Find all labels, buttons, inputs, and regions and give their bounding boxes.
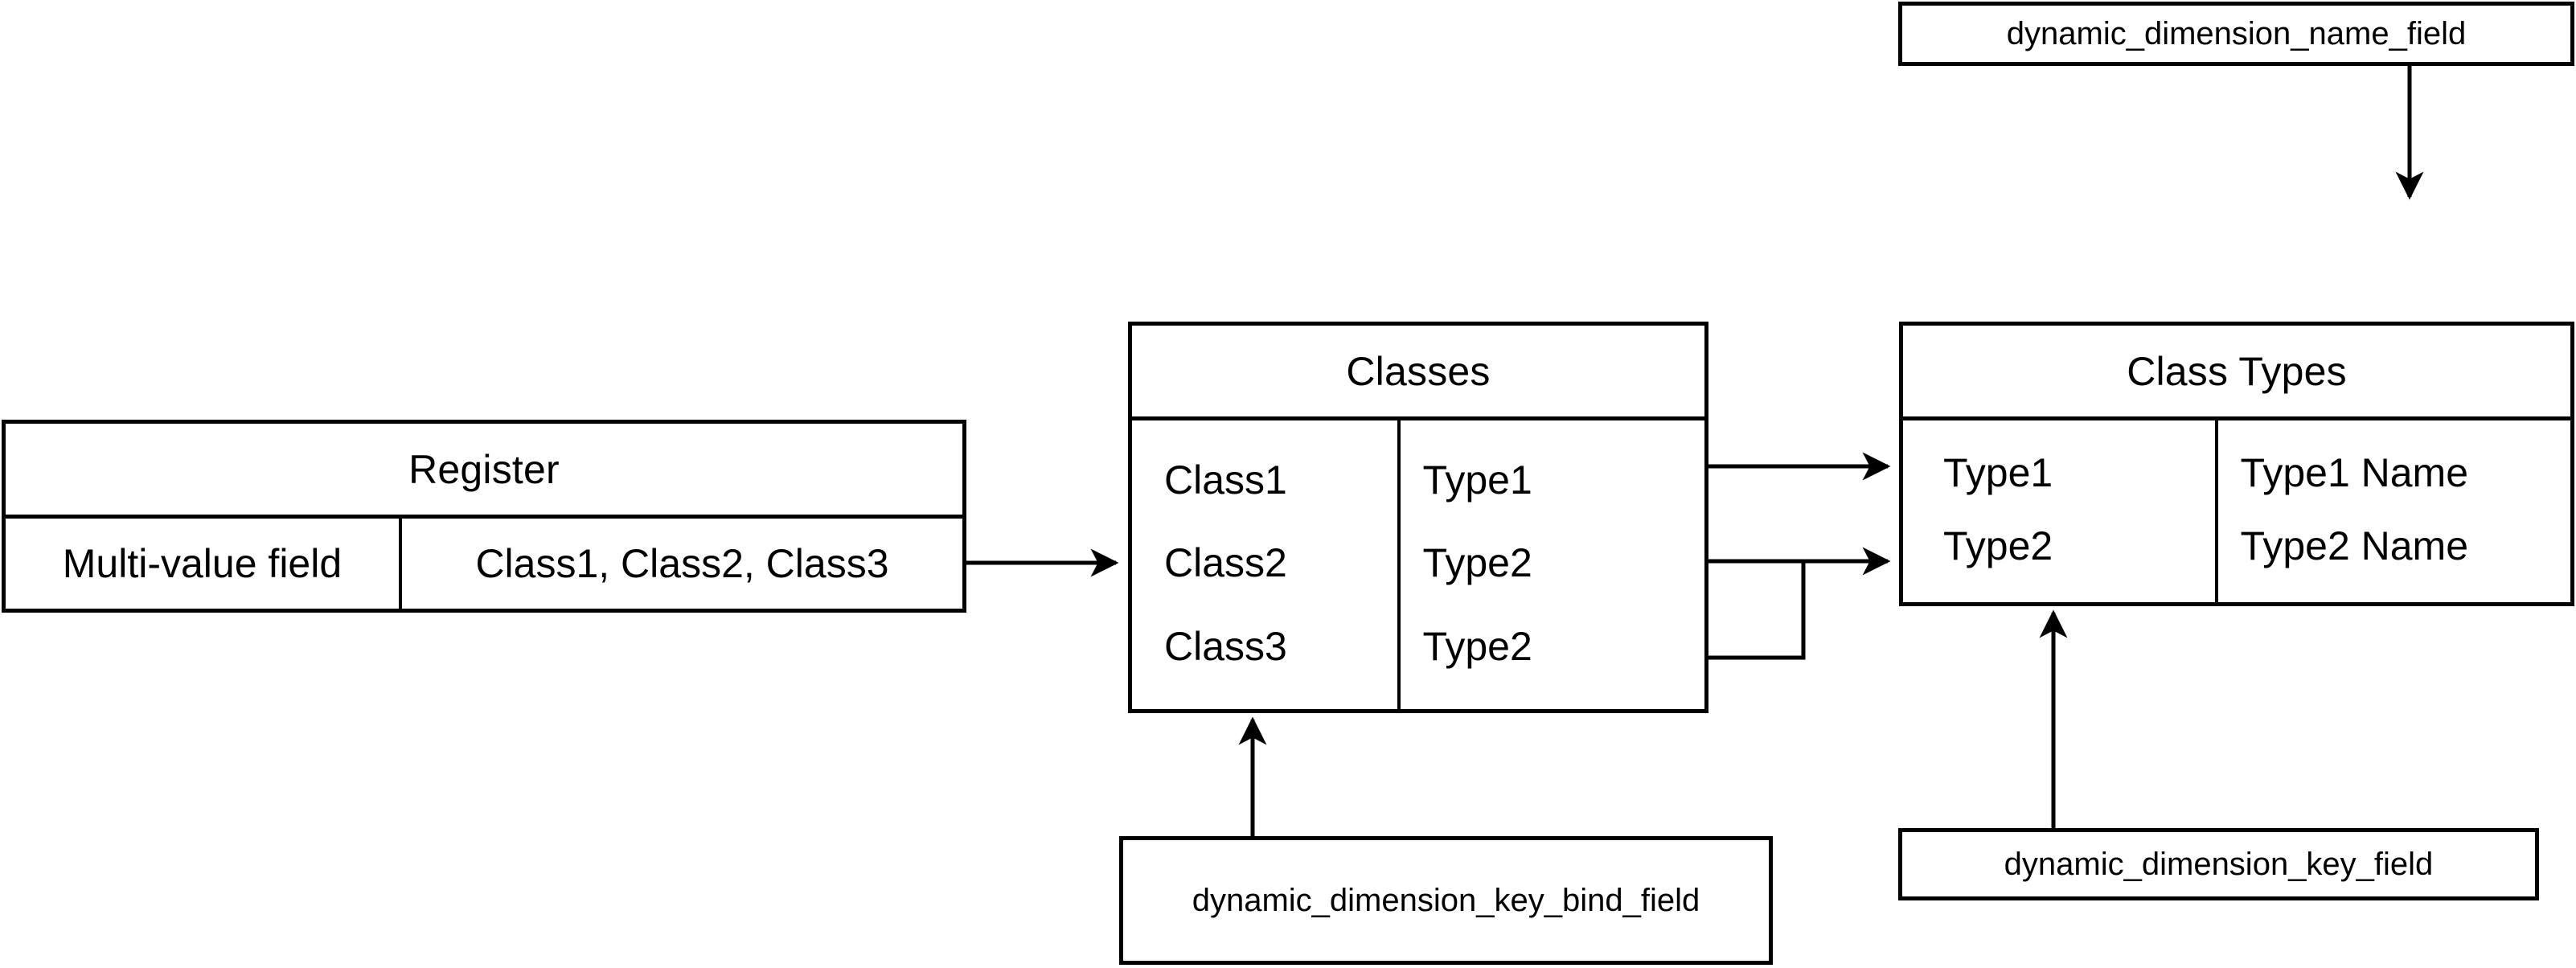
table-cell: Type1 Name — [2240, 450, 2469, 496]
entity-classes-column-type: Type1 Type2 Type2 — [1401, 420, 1704, 709]
table-cell: Type1 — [1943, 450, 2053, 496]
connector-classes-type2-to-classtypes-type2 — [1706, 547, 1891, 660]
table-cell: Multi-value field — [62, 540, 343, 586]
entity-register[interactable]: Register Multi-value field Class1, Class… — [2, 420, 966, 613]
table-cell: Type1 — [1422, 457, 1532, 502]
table-cell: Class1 — [1164, 457, 1287, 502]
entity-class-types[interactable]: Class Types Type1 Type2 Type1 Name Type2… — [1899, 322, 2574, 606]
entity-register-title: Register — [6, 424, 962, 519]
entity-class-types-title: Class Types — [1903, 326, 2570, 420]
note-dynamic-dimension-key-bind-field[interactable]: dynamic_dimension_key_bind_field — [1119, 836, 1773, 965]
note-dynamic-dimension-key-field[interactable]: dynamic_dimension_key_field — [1898, 828, 2539, 900]
entity-register-body: Multi-value field Class1, Class2, Class3 — [6, 519, 962, 609]
entity-classes-title: Classes — [1132, 326, 1704, 420]
entity-register-column-field: Multi-value field — [6, 519, 402, 609]
entity-class-types-body: Type1 Type2 Type1 Name Type2 Name — [1903, 420, 2570, 602]
entity-class-types-column-name: Type1 Name Type2 Name — [2218, 420, 2570, 602]
table-cell: Type2 — [1422, 540, 1532, 586]
entity-classes[interactable]: Classes Class1 Class2 Class3 Type1 Type2… — [1128, 322, 1708, 713]
note-dynamic-dimension-name-field[interactable]: dynamic_dimension_name_field — [1898, 2, 2574, 66]
entity-register-column-value: Class1, Class2, Class3 — [402, 519, 962, 609]
table-cell: Class1, Class2, Class3 — [475, 540, 889, 586]
table-cell: Class3 — [1164, 623, 1287, 669]
entity-class-types-column-key: Type1 Type2 — [1903, 420, 2218, 602]
table-cell: Class2 — [1164, 540, 1287, 586]
table-cell: Type2 Name — [2240, 523, 2469, 569]
entity-classes-body: Class1 Class2 Class3 Type1 Type2 Type2 — [1132, 420, 1704, 709]
table-cell: Type2 — [1422, 623, 1532, 669]
table-cell: Type2 — [1943, 523, 2053, 569]
entity-classes-column-class: Class1 Class2 Class3 — [1132, 420, 1401, 709]
